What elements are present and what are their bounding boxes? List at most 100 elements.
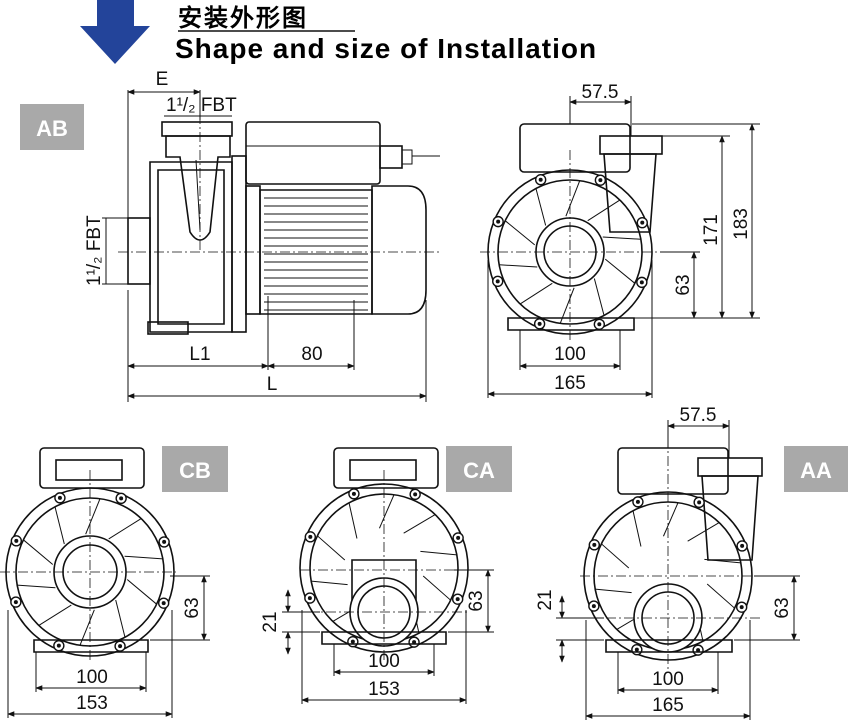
dim-aa-63: 63 — [772, 597, 793, 618]
bolt-center — [537, 321, 542, 326]
bolt-center — [538, 177, 543, 182]
label-inlet-fbt-top: 1¹/₂ FBT — [166, 95, 237, 116]
bolt-center — [635, 499, 640, 504]
volute-rib — [378, 494, 395, 529]
volute-rib — [632, 510, 642, 547]
dim-aa-57-5: 57.5 — [680, 405, 717, 426]
bolt-center — [118, 644, 123, 649]
dim-63: 63 — [673, 274, 694, 295]
bolt-center — [56, 643, 61, 648]
volute-rib — [704, 558, 741, 564]
bolt-center — [308, 534, 313, 539]
view-ca: CA 63 21 100 153 — [260, 446, 512, 704]
bolt-center — [495, 279, 500, 284]
volute-rib — [17, 584, 56, 589]
volute-rib — [420, 550, 457, 556]
tag-ca-label: CA — [463, 458, 495, 483]
dim-183: 183 — [731, 208, 752, 240]
volute-rib — [108, 518, 142, 540]
dim-aa-21: 21 — [535, 589, 556, 610]
bolt-center — [57, 495, 62, 500]
bolt-center — [697, 500, 702, 505]
bolt-center — [161, 601, 166, 606]
bolt-center — [413, 492, 418, 497]
volute-rib — [601, 543, 630, 569]
bolt-center — [696, 648, 701, 653]
volute-rib — [124, 555, 163, 560]
dim-aa-100: 100 — [652, 669, 684, 690]
bolt-center — [496, 219, 501, 224]
bolt-center — [456, 535, 461, 540]
dim-165: 165 — [554, 373, 586, 394]
bolt-center — [350, 639, 355, 644]
volute-rib — [535, 188, 547, 226]
bolt-center — [162, 539, 167, 544]
volute-rib — [311, 580, 348, 586]
volute-rib — [662, 502, 679, 537]
tag-aa: AA — [784, 446, 848, 492]
dim-57-5: 57.5 — [582, 82, 619, 103]
volute-rib — [54, 506, 65, 545]
dim-ca-63: 63 — [466, 590, 487, 611]
dim-e: E — [156, 69, 169, 90]
bolt-center — [351, 491, 356, 496]
volute-rib — [602, 236, 641, 240]
volute-rib — [499, 264, 538, 268]
volute-rib — [519, 282, 553, 305]
volute-rib — [687, 522, 720, 542]
dim-cb-100: 100 — [76, 667, 108, 688]
bolt-center — [14, 538, 19, 543]
bolt-center — [639, 280, 644, 285]
volute-rib — [587, 199, 621, 222]
dim-cb-63: 63 — [182, 597, 203, 618]
volute-rib — [422, 575, 451, 601]
bolt-center — [119, 496, 124, 501]
volute-rib — [604, 258, 636, 284]
dim-ca-153: 153 — [368, 679, 400, 700]
tag-ab: AB — [20, 104, 84, 150]
dim-100: 100 — [554, 344, 586, 365]
dim-171: 171 — [701, 214, 722, 246]
label-inlet-fbt-side: 1¹/₂ FBT — [84, 215, 105, 286]
volute-rib — [565, 180, 581, 217]
dim-aa-165: 165 — [652, 695, 684, 716]
dim-80: 80 — [301, 344, 322, 365]
volute-rib — [23, 539, 54, 565]
dim-l1: L1 — [189, 344, 210, 365]
volute-rib — [403, 514, 436, 534]
bolt-center — [640, 220, 645, 225]
bolt-center — [591, 604, 596, 609]
tag-aa-label: AA — [800, 458, 832, 483]
bolt-center — [634, 647, 639, 652]
bolt-center — [455, 597, 460, 602]
view-aa: AA 57.5 63 21 — [535, 405, 848, 720]
volute-rib — [706, 583, 735, 609]
dim-cb-153: 153 — [76, 693, 108, 714]
volute-rib — [38, 604, 72, 626]
bolt-center — [592, 542, 597, 547]
bolt-center — [739, 605, 744, 610]
down-arrow-icon — [80, 0, 150, 64]
view-ab-front: 57.5 171 183 63 100 165 — [480, 82, 760, 398]
bolt-center — [598, 178, 603, 183]
dim-ca-21: 21 — [260, 611, 281, 632]
tag-ca: CA — [446, 446, 512, 492]
volute-rib — [126, 579, 157, 605]
dim-l: L — [267, 374, 278, 395]
bolt-center — [307, 596, 312, 601]
tag-ab-label: AB — [36, 116, 68, 141]
bolt-center — [13, 600, 18, 605]
volute-rib — [504, 220, 536, 246]
title-chinese: 安装外形图 — [178, 4, 308, 32]
bolt-center — [597, 322, 602, 327]
bolt-center — [412, 640, 417, 645]
volute-rib — [115, 599, 126, 638]
view-cb: CB 63 100 153 — [0, 446, 228, 718]
header: 安装外形图 Shape and size of Installation — [80, 0, 596, 64]
volute-rib — [593, 278, 605, 316]
tag-cb: CB — [162, 446, 228, 492]
volute-rib — [348, 502, 358, 539]
tag-cb-label: CB — [179, 458, 211, 483]
view-ab-side: AB E 1¹/₂ FBT — [20, 69, 440, 402]
